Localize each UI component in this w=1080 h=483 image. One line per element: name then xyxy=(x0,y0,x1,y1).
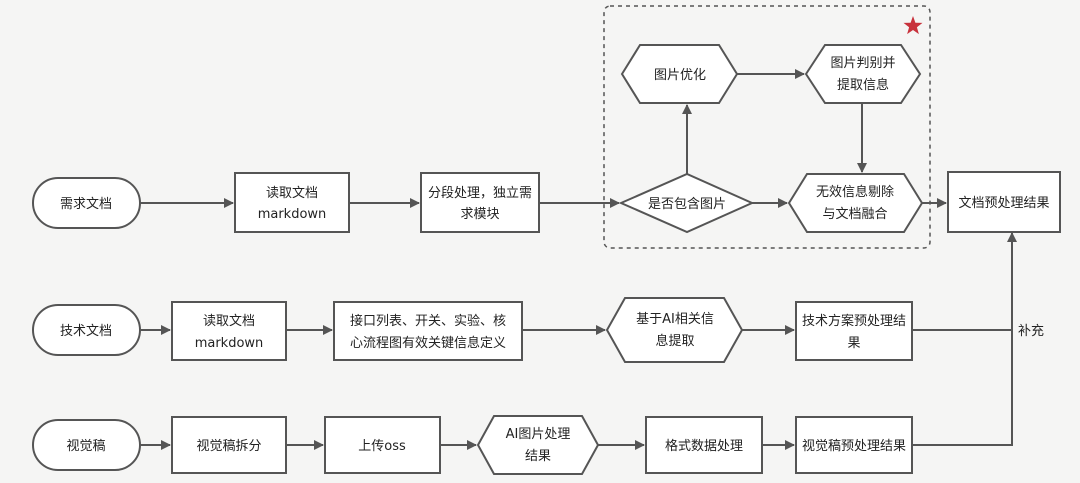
edge-visualresult-docresult xyxy=(912,232,1017,446)
format-data-process xyxy=(645,416,763,474)
visual-split xyxy=(171,416,287,474)
decision-has-image-label: 是否包含图片 xyxy=(648,196,726,212)
start-visual xyxy=(32,419,141,471)
format-data-process-label: 格式数据处理 xyxy=(665,438,743,454)
image-judge-extract-line1: 图片判别并 xyxy=(830,56,895,71)
start-technical-label: 技术文档 xyxy=(60,324,112,339)
key-info-define-line1: 接口列表、开关、实验、核 xyxy=(350,313,506,329)
start-requirements xyxy=(32,177,141,229)
decision-has-image xyxy=(618,172,755,234)
merge-filter xyxy=(787,173,924,233)
read-doc-2 xyxy=(171,301,287,361)
merge-filter-line2: 与文档融合 xyxy=(822,207,887,222)
upload-oss xyxy=(324,416,441,474)
read-doc-1-line2: markdown xyxy=(258,207,327,222)
doc-preprocess-result-label: 文档预处理结果 xyxy=(958,196,1049,211)
visual-preprocess-result xyxy=(795,416,913,474)
image-judge-extract xyxy=(804,44,922,104)
visual-preprocess-result-label: 视觉稿预处理结果 xyxy=(802,438,906,454)
image-processing-group xyxy=(603,5,931,249)
image-optimize-label: 图片优化 xyxy=(654,68,706,83)
read-doc-2-line1: 读取文档 xyxy=(203,314,255,329)
doc-preprocess-result xyxy=(947,171,1061,233)
merge-filter-line1: 无效信息剔除 xyxy=(816,184,894,200)
edge-label-supplement: 补充 xyxy=(1018,323,1044,339)
start-technical xyxy=(32,304,141,356)
ai-info-extract-line1: 基于AI相关信 xyxy=(636,312,714,327)
segment-process-line1: 分段处理，独立需 xyxy=(428,186,532,201)
tech-preprocess-result xyxy=(795,301,913,361)
ai-image-process xyxy=(476,415,600,475)
ai-info-extract xyxy=(605,297,744,363)
ai-image-process-line2: 结果 xyxy=(525,449,551,464)
key-info-define-line2: 心流程图有效关键信息定义 xyxy=(350,335,506,351)
visual-split-label: 视觉稿拆分 xyxy=(196,438,261,454)
tech-preprocess-result-line2: 果 xyxy=(847,336,860,351)
start-requirements-label: 需求文档 xyxy=(60,197,112,212)
ai-info-extract-line2: 息提取 xyxy=(655,333,694,349)
read-doc-1 xyxy=(234,172,350,233)
star-icon xyxy=(903,16,923,35)
image-optimize xyxy=(620,44,739,104)
edge-label-bg xyxy=(1016,321,1046,339)
start-visual-label: 视觉稿 xyxy=(66,438,105,454)
upload-oss-label: 上传oss xyxy=(358,439,406,454)
image-judge-extract-line2: 提取信息 xyxy=(837,77,889,93)
ai-image-process-line1: AI图片处理 xyxy=(506,427,571,442)
key-info-define xyxy=(333,301,523,361)
read-doc-1-line1: 读取文档 xyxy=(266,186,318,201)
tech-preprocess-result-line1: 技术方案预处理结 xyxy=(802,313,906,329)
segment-process-line2: 求模块 xyxy=(460,207,499,222)
segment-process xyxy=(420,172,540,233)
read-doc-2-line2: markdown xyxy=(195,336,264,351)
